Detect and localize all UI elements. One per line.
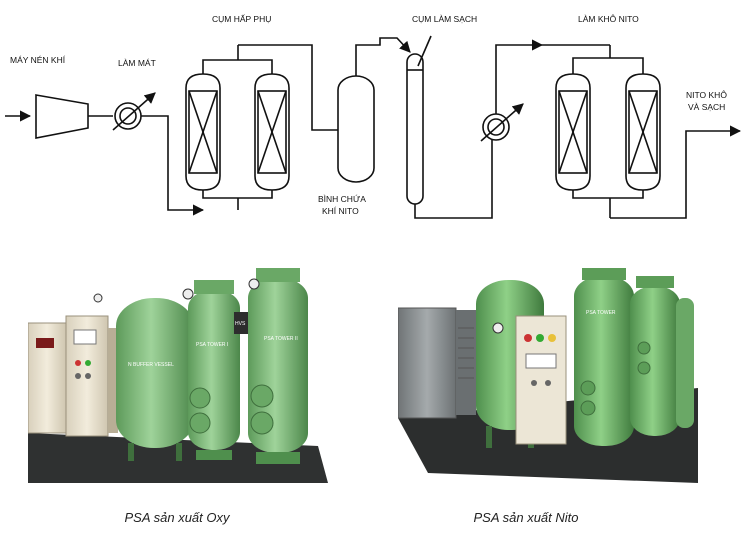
brand-badge [234, 312, 248, 334]
compressor-cabinet [398, 307, 457, 419]
psa-tower-2: PSA TOWER II [248, 268, 308, 464]
label-compressor: MÁY NÉN KHÍ [10, 55, 66, 65]
label-cooling: LÀM MÁT [118, 58, 156, 68]
adsorber-tower-2 [254, 73, 290, 191]
process-flow-diagram: MÁY NÉN KHÍ LÀM MÁT CỤM HẤP PHỤ CỤM LÀM … [5, 14, 742, 219]
nitrogen-tank [337, 75, 375, 183]
psa-tower-1-label: PSA TOWER I [196, 342, 228, 348]
label-adsorption: CỤM HẤP PHỤ [212, 14, 271, 24]
caption-psa-nitrogen: PSA sản xuất Nito [473, 510, 579, 525]
label-output-line2: VÀ SẠCH [688, 102, 725, 112]
buffer-vessel: N BUFFER VESSEL [116, 298, 194, 461]
outlet-line [610, 125, 742, 219]
psa-tower-label: PSA TOWER [586, 310, 616, 316]
cleaning-regulator [417, 35, 432, 67]
compressor-symbol [35, 94, 89, 139]
photo-psa-nitrogen-plant: PSA TOWER [398, 268, 698, 483]
label-cleaning: CỤM LÀM SẠCH [412, 14, 477, 24]
drying-top-manifold [572, 57, 644, 74]
buffer-vessel-label: N BUFFER VESSEL [128, 362, 174, 368]
drying-bottom-manifold [572, 190, 644, 199]
photo-psa-oxygen-plant: N BUFFER VESSEL PSA TOWER I HVS PSA TOWE… [28, 268, 328, 483]
adsorber-tower-1 [185, 73, 221, 191]
adsorption-top-manifold [202, 59, 273, 74]
dryer-tower-1 [555, 73, 591, 191]
pipe-cleaning-dryer [414, 140, 493, 219]
cleaning-column [406, 53, 424, 205]
psa-tower: PSA TOWER [574, 268, 634, 446]
psa-tower-2-label: PSA TOWER II [264, 336, 298, 342]
dryer-cooler-symbol [480, 103, 524, 142]
cooler-symbol [112, 92, 156, 131]
brand-badge-label: HVS [235, 321, 246, 327]
pressure-gauge [93, 293, 103, 303]
psa-tower-2 [630, 276, 680, 436]
label-tank-line1: BÌNH CHỨA [318, 194, 366, 204]
pipe-adsorption-tank [238, 44, 340, 131]
label-output-line1: NITO KHÔ [686, 90, 727, 100]
psa-tower-1: PSA TOWER I [188, 280, 240, 460]
adsorption-bottom-manifold [202, 190, 273, 199]
pipe-tank-cleaning [355, 37, 411, 76]
pressure-gauge [182, 288, 194, 300]
label-drying: LÀM KHÔ NITO [578, 14, 639, 24]
caption-psa-oxygen: PSA sản xuất Oxy [124, 510, 230, 525]
label-tank-line2: KHÍ NITO [322, 206, 359, 216]
pipe-cooler-adsorption [141, 115, 205, 216]
dryer-tower-2 [625, 73, 661, 191]
pipe-cooler-drying [495, 39, 544, 114]
pressure-gauge [248, 278, 260, 290]
